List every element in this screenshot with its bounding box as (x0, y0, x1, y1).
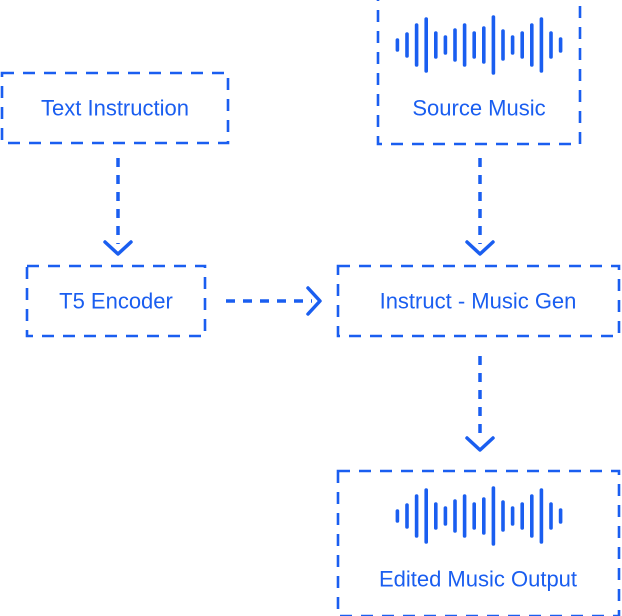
instruct-music-gen-label: Instruct - Music Gen (380, 289, 577, 314)
node-t5-encoder: T5 Encoder (25, 264, 207, 338)
audio-waveform-icon (395, 486, 563, 546)
arrow-source-music-to-instruct-music-gen (465, 158, 495, 256)
text-instruction-box (0, 71, 230, 145)
t5-encoder-label: T5 Encoder (59, 289, 173, 314)
instruct-music-gen-box (336, 264, 621, 338)
t5-encoder-box (25, 264, 207, 338)
node-instruct-music-gen: Instruct - Music Gen (336, 264, 621, 338)
text-instruction-label: Text Instruction (41, 96, 189, 121)
source-music-label: Source Music (412, 96, 545, 121)
arrow-t5-encoder-to-instruct-music-gen (226, 286, 322, 316)
arrow-instruct-music-gen-to-edited-music-output (465, 356, 495, 452)
arrow-text-instruction-to-t5-encoder (103, 158, 133, 256)
edited-music-output-label: Edited Music Output (379, 567, 577, 592)
node-edited-music-output: Edited Music Output (336, 469, 621, 616)
edited-music-output-box (336, 469, 621, 616)
node-text-instruction: Text Instruction (0, 71, 230, 145)
audio-waveform-icon (395, 15, 563, 75)
node-source-music: Source Music (376, 0, 582, 146)
source-music-box (376, 0, 582, 146)
